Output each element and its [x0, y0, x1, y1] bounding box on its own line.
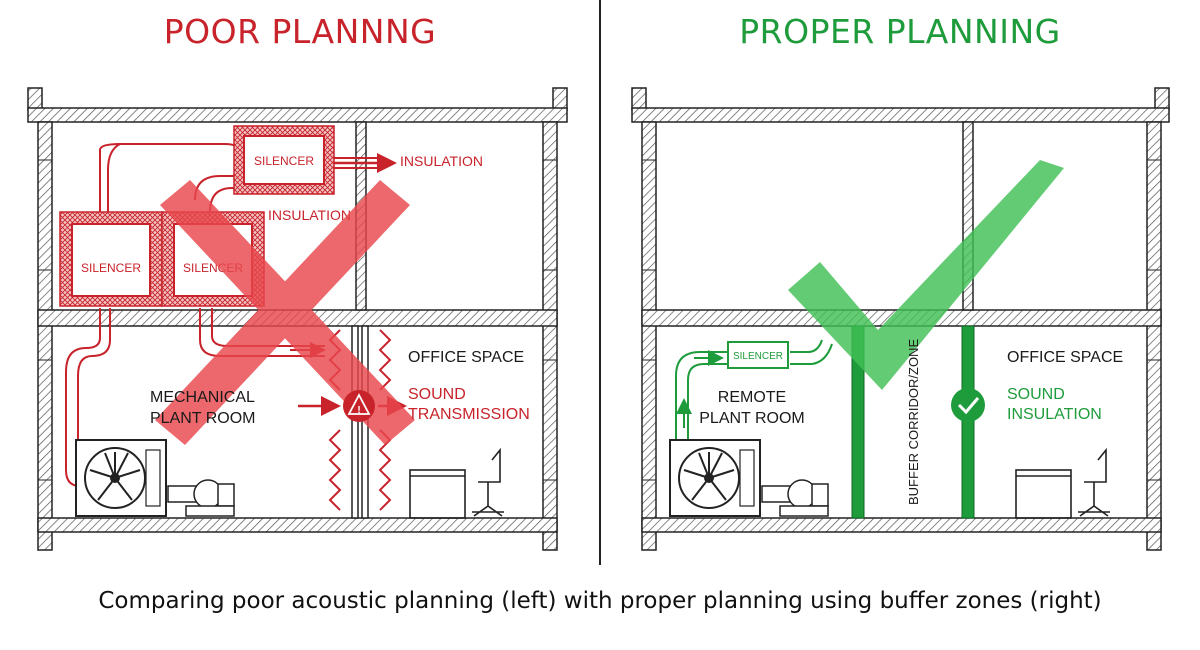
mech-room-label-1: MECHANICAL: [150, 389, 255, 406]
silencer-left-label: SILENCER: [81, 261, 141, 275]
silencer-right-label: SILENCER: [733, 351, 783, 362]
big-cross-icon: [155, 180, 415, 445]
warning-label-1: SOUND: [408, 386, 466, 403]
insulation-below-label: INSULATION: [268, 207, 351, 223]
buffer-zone-label: BUFFER CORRIDOR/ZONE: [906, 339, 921, 505]
big-checkmark-icon: [788, 160, 1064, 390]
office-label-left: OFFICE SPACE: [408, 349, 524, 366]
silencer-box-icon: SILENCER: [233, 125, 335, 195]
pump-icon: [761, 479, 829, 517]
right-ductwork: [675, 339, 833, 440]
office-chair-icon: [1078, 447, 1110, 517]
check-circle-icon: [951, 388, 985, 422]
right-building: [631, 87, 1170, 551]
insulation-arrow-label: INSULATION: [400, 153, 483, 169]
warning-icon: !: [343, 390, 375, 422]
desk-icon: [409, 469, 466, 519]
pump-icon: [167, 479, 235, 517]
left-ductwork: [65, 143, 380, 487]
office-chair-icon: [472, 447, 504, 517]
silencer-box-icon: SILENCER: [727, 341, 789, 369]
remote-room-label-2: PLANT ROOM: [699, 410, 805, 427]
insulation-label-1: SOUND: [1007, 386, 1065, 403]
fan-unit-icon: [669, 439, 761, 517]
silencer-box-icon: SILENCER: [59, 211, 163, 307]
silencer-top-label: SILENCER: [254, 154, 314, 168]
office-label-right: OFFICE SPACE: [1007, 349, 1123, 366]
remote-room-label-1: REMOTE: [718, 389, 786, 406]
poor-planning-title: POOR PLANNNG: [163, 12, 437, 51]
figure-caption: Comparing poor acoustic planning (left) …: [98, 588, 1102, 614]
warning-label-2: TRANSMISSION: [408, 406, 530, 423]
mech-room-label-2: PLANT ROOM: [150, 410, 256, 427]
desk-icon: [1015, 469, 1072, 519]
insulation-label-2: INSULATION: [1007, 406, 1102, 423]
fan-unit-icon: [75, 439, 167, 517]
proper-planning-title: PROPER PLANNING: [739, 12, 1061, 51]
warning-glyph: !: [357, 405, 360, 416]
